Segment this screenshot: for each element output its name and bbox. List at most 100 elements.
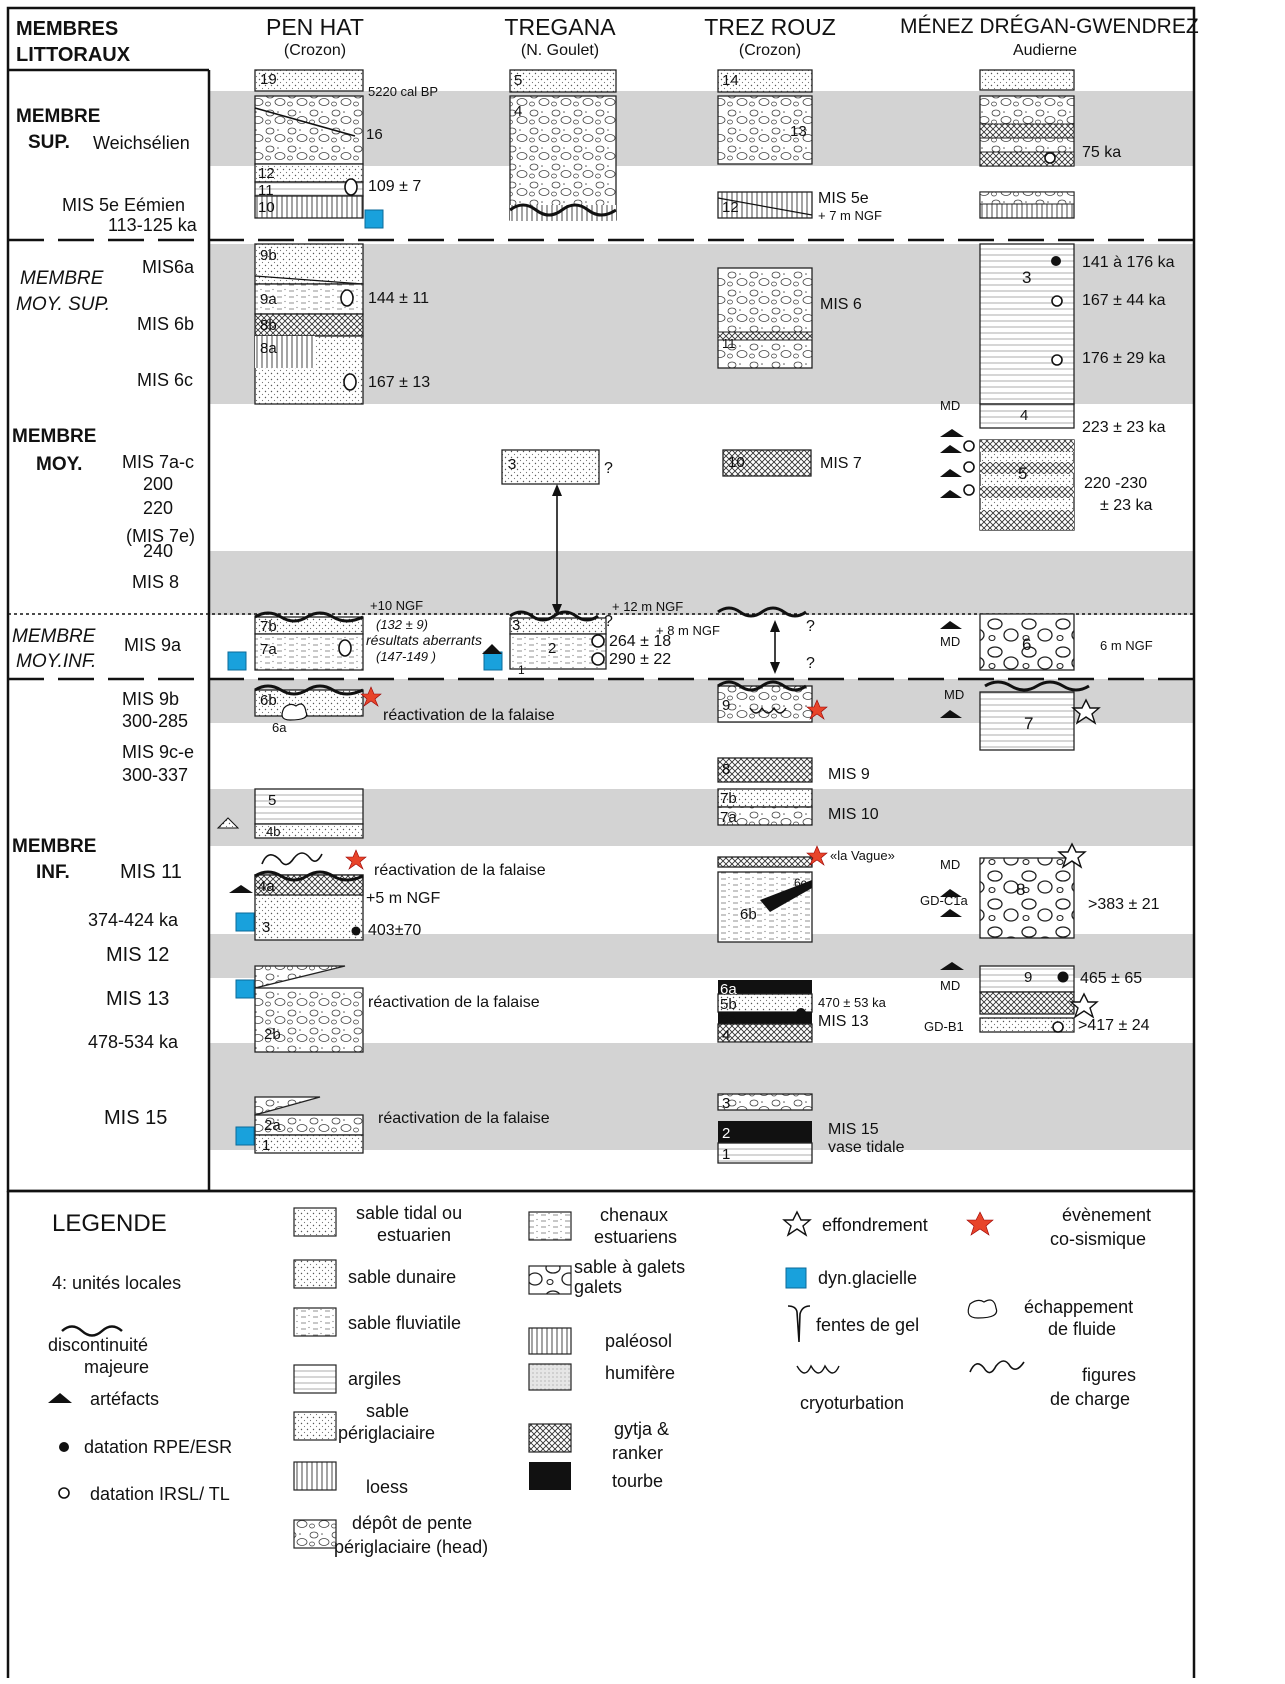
penhat-reactivation-3: réactivation de la falaise <box>368 994 540 1011</box>
trezrouz-unit-11: 11 <box>722 336 736 351</box>
legend-charge-2: de charge <box>1050 1389 1131 1409</box>
legend-fluide-1: échappement <box>1024 1297 1134 1317</box>
trezrouz-mis7: MIS 7 <box>820 455 862 472</box>
trezrouz-mis6: MIS 6 <box>820 296 862 313</box>
legend-head-1: dépôt de pente <box>352 1513 473 1533</box>
legend-irsl: datation IRSL/ TL <box>90 1484 230 1504</box>
trezrouz-unit-10: 10 <box>728 454 745 471</box>
legend-galets-2: galets <box>574 1277 623 1297</box>
menez-gdc1a: GD-C1a <box>920 893 968 908</box>
menez-unit-7: 7 <box>1024 714 1034 733</box>
tregana-unit-2: 2 <box>548 640 557 657</box>
mis11-age: 374-424 ka <box>88 910 179 930</box>
penhat-date-403: 403±70 <box>368 922 422 939</box>
penhat-unit-8b: 8b <box>260 317 277 334</box>
tregana-unit-3b: 3 <box>512 617 521 634</box>
membre-moy-label: MEMBRE <box>12 426 97 447</box>
col-sub-penhat: (Crozon) <box>283 42 347 59</box>
trezrouz-unit-14: 14 <box>722 72 739 89</box>
tregana-date-264: 264 ± 18 <box>609 633 672 650</box>
penhat-unit-1: 1 <box>262 1137 271 1154</box>
penhat-unit-5: 5 <box>268 792 277 809</box>
penhat-reactivation-4: réactivation de la falaise <box>378 1110 550 1127</box>
tregana-unit-5: 5 <box>514 72 523 89</box>
mis12-label: MIS 12 <box>106 944 170 966</box>
penhat-unit-16: 16 <box>366 126 383 143</box>
membre-moysup-label: MEMBRE <box>20 268 104 289</box>
trezrouz-unit-1: 1 <box>722 1146 731 1163</box>
membre-moyinf-label-2: MOY.INF. <box>16 651 97 672</box>
mis13-label: MIS 13 <box>106 988 170 1010</box>
col-title-trezrouz: TREZ ROUZ <box>704 14 836 40</box>
mis11-label: MIS 11 <box>120 861 182 883</box>
menez-date-75: 75 ka <box>1082 144 1122 161</box>
mis6c-label: MIS 6c <box>137 370 194 390</box>
penhat-unit-2b: 2b <box>264 1026 281 1043</box>
mis8-label: MIS 8 <box>132 572 180 592</box>
legend-fluviatile: sable fluviatile <box>348 1313 462 1333</box>
membre-moysup-label-2: MOY. SUP. <box>16 294 110 315</box>
col-sub-menez: Audierne <box>1012 42 1078 59</box>
trezrouz-vase-tidale: vase tidale <box>828 1139 905 1156</box>
menez-date-220b: ± 23 ka <box>1100 497 1153 514</box>
trezrouz-unit-6c: 6c <box>794 876 807 890</box>
legend-perig-2: périglaciaire <box>338 1423 436 1443</box>
trezrouz-unit-7b: 7b <box>720 790 737 807</box>
mis7ac-label: MIS 7a-c <box>122 452 195 472</box>
legend-humifere: humifère <box>605 1363 676 1383</box>
tregana-date-290: 290 ± 22 <box>609 651 672 668</box>
trezrouz-mis15: MIS 15 <box>828 1121 879 1138</box>
legend-tidal-1: sable tidal ou <box>356 1203 463 1223</box>
tregana-unit-4: 4 <box>514 103 523 120</box>
menez-date-141: 141 à 176 ka <box>1082 254 1175 271</box>
menez-md-5: MD <box>940 978 961 993</box>
penhat-unit-3: 3 <box>262 919 271 936</box>
menez-md-1: MD <box>940 398 961 413</box>
trezrouz-unit-5a: 5a <box>720 1011 737 1028</box>
penhat-unit-10: 10 <box>258 199 275 216</box>
penhat-date-167: 167 ± 13 <box>368 374 431 391</box>
age-240: 240 <box>143 541 174 561</box>
legend-chenaux-1: chenaux <box>600 1205 669 1225</box>
penhat-unit-6a: 6a <box>272 720 287 735</box>
penhat-aberrant: résultats aberrants <box>366 632 482 648</box>
tregana-ngf8: + 8 m NGF <box>656 623 720 638</box>
menez-unit-4: 4 <box>1020 407 1029 424</box>
menez-date-465: 465 ± 65 <box>1080 970 1143 987</box>
penhat-unit-19: 19 <box>260 71 277 88</box>
menez-unit-8: 8 <box>1016 880 1026 899</box>
trezrouz-mis5e: MIS 5e <box>818 190 869 207</box>
trezrouz-date-470: 470 ± 53 ka <box>818 995 886 1010</box>
weichselien-label: Weichsélien <box>93 133 190 153</box>
menez-gdb1: GD-B1 <box>924 1019 964 1034</box>
trezrouz-unit-13: 13 <box>790 123 807 140</box>
legend-charge-1: figures <box>1082 1365 1137 1385</box>
legend-paleosol: paléosol <box>605 1331 673 1351</box>
age-200: 200 <box>143 474 174 494</box>
penhat-ngf10: +10 NGF <box>370 598 424 613</box>
penhat-date-5220: 5220 cal BP <box>368 84 439 99</box>
legend-title: LEGENDE <box>52 1210 167 1237</box>
legend-artefacts: artéfacts <box>90 1389 160 1409</box>
menez-date-220: 220 -230 <box>1084 475 1148 492</box>
legend-cosis-2: co-sismique <box>1050 1229 1147 1249</box>
menez-unit-6: 6 <box>1022 635 1032 654</box>
legend-dunaire: sable dunaire <box>348 1267 457 1287</box>
legend-chenaux-2: estuariens <box>594 1227 678 1247</box>
menez-unit-3: 3 <box>1022 268 1032 287</box>
tregana-unit-3: 3 <box>508 456 517 473</box>
penhat-unit-4b: 4b <box>266 824 281 839</box>
mis6b-label: MIS 6b <box>137 314 195 334</box>
legend-discont-1: discontinuité <box>48 1335 149 1355</box>
col-sub-trezrouz: (Crozon) <box>738 42 802 59</box>
legend-gytja-2: ranker <box>612 1443 664 1463</box>
trezrouz-unit-2: 2 <box>722 1125 731 1142</box>
age-220: 220 <box>143 498 174 518</box>
menez-date-223: 223 ± 23 ka <box>1082 419 1166 436</box>
legend-fentes: fentes de gel <box>816 1315 920 1335</box>
penhat-unit-6b: 6b <box>260 692 277 709</box>
legend-gytja-1: gytja & <box>614 1419 670 1439</box>
legend-rpe: datation RPE/ESR <box>84 1437 233 1457</box>
